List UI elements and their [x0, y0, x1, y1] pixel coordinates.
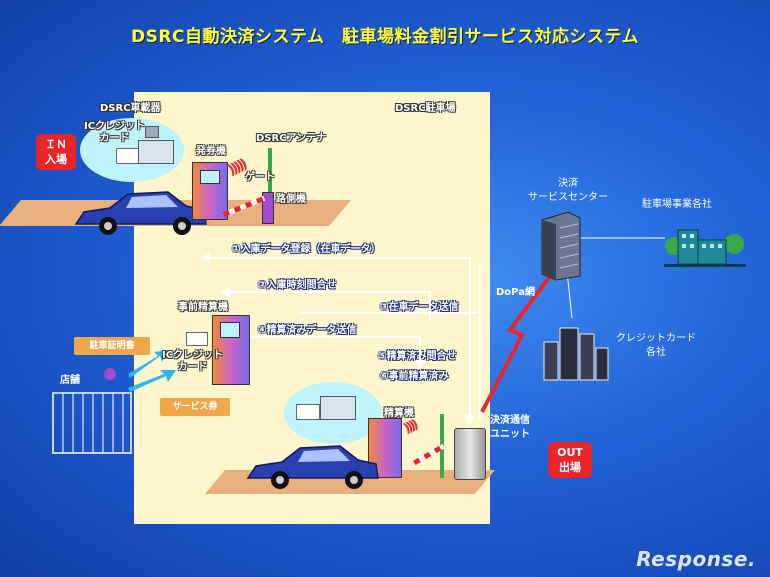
step-4: ④精算済みデータ送信: [258, 325, 357, 336]
entry-car-icon: [74, 191, 207, 235]
dopa-network-label: DoPa網: [496, 287, 535, 298]
settlement-unit-line1: 決済通信: [490, 415, 530, 426]
step-3: ③在車データ送信: [380, 302, 459, 313]
ic-card-line1: ICクレジット: [84, 121, 146, 132]
ic-card-label-top: ICクレジット カード: [84, 121, 145, 145]
settlement-center-label: 決済 サービスセンター: [528, 177, 608, 205]
credit-card-companies-line2: 各社: [646, 347, 666, 358]
step-5: ⑤精算済み問合せ: [378, 351, 457, 362]
ic-card-icon-bottom: [296, 404, 320, 420]
flow-line-1: [205, 257, 471, 420]
arrow-head-3: [465, 415, 475, 425]
out-exit-box: OUT 出場: [548, 442, 592, 478]
in-label: ＩＮ: [45, 138, 67, 151]
store-label: 店舗: [60, 375, 80, 386]
prepay-machine-icon: [212, 315, 250, 385]
ticket-machine-screen: [200, 170, 220, 184]
credit-card-companies-label: クレジットカード 各社: [616, 332, 696, 360]
service-coupon-tag: サービス券: [160, 398, 230, 416]
step-6: ⑥事前精算済み: [380, 371, 449, 382]
settlement-unit-line2: ユニット: [490, 429, 530, 440]
antenna-small-icon: [145, 126, 159, 138]
flow-line-2: [225, 291, 431, 320]
settlement-unit-label: 決済通信 ユニット: [490, 414, 530, 442]
parking-operators-label: 駐車場事業各社: [642, 199, 712, 210]
entry-label: 入場: [45, 153, 67, 166]
ic-card-mid-line2: カード: [177, 362, 208, 373]
store-arrow-1: [128, 350, 168, 378]
step-2: ②入庫時刻問合せ: [258, 280, 337, 291]
exit-car-icon: [246, 445, 379, 489]
arrow-head-4: [415, 360, 425, 370]
parking-certificate-tag: 駐車証明書: [74, 337, 150, 355]
credit-card-companies-line1: クレジットカード: [616, 333, 696, 344]
gate-label: ゲート: [245, 172, 275, 183]
store-arrow-2: [128, 370, 176, 392]
dopa-lightning-line: [480, 266, 558, 413]
ic-card-line2: カード: [99, 133, 130, 144]
credit-card-companies-building-icon: [543, 327, 609, 381]
diagram-title: DSRC自動決済システム 駐車場料金割引サービス対応システム: [131, 27, 639, 47]
store-building-icon: [52, 392, 132, 454]
exit-label: 出場: [559, 461, 581, 474]
ic-card-mid-line1: ICクレジット: [162, 350, 224, 361]
ticket-machine-label: 発券機: [196, 146, 226, 157]
step-1: ①入庫データ登録（在車データ）: [232, 244, 381, 255]
exit-onboard-device-icon: [320, 396, 356, 420]
ic-card-label-mid: ICクレジット カード: [162, 350, 223, 374]
dsrc-antenna-icon: [268, 148, 272, 212]
in-entry-box: ＩＮ 入場: [36, 134, 76, 170]
dsrc-antenna-label: DSRCアンテナ: [256, 133, 327, 144]
dsrc-parking-label: DSRC駐車場: [395, 103, 456, 114]
arrow-head-1: [200, 253, 210, 263]
roadside-unit-label: 路側機: [276, 194, 306, 205]
ic-card-icon-mid: [186, 332, 208, 346]
prepay-machine-screen: [220, 322, 240, 338]
settlement-center-building-icon: [541, 211, 581, 281]
settlement-center-line1: 決済: [558, 178, 578, 189]
out-label: OUT: [557, 446, 583, 459]
store-person-icon: [104, 368, 116, 380]
arrow-head-2: [220, 287, 230, 297]
settlement-machine-label: 精算機: [384, 408, 414, 419]
settlement-unit-icon: [454, 428, 486, 480]
settlement-center-line2: サービスセンター: [528, 192, 608, 203]
flow-line-4: [235, 336, 421, 365]
parking-operators-building-icon: [664, 229, 746, 267]
ticket-machine-icon: [192, 162, 228, 220]
onboard-device-icon: [138, 140, 174, 164]
onboard-unit-label: DSRC車載器: [100, 103, 161, 114]
response-watermark-logo: Response.: [636, 547, 756, 571]
prepay-machine-label: 事前精算機: [178, 302, 228, 313]
